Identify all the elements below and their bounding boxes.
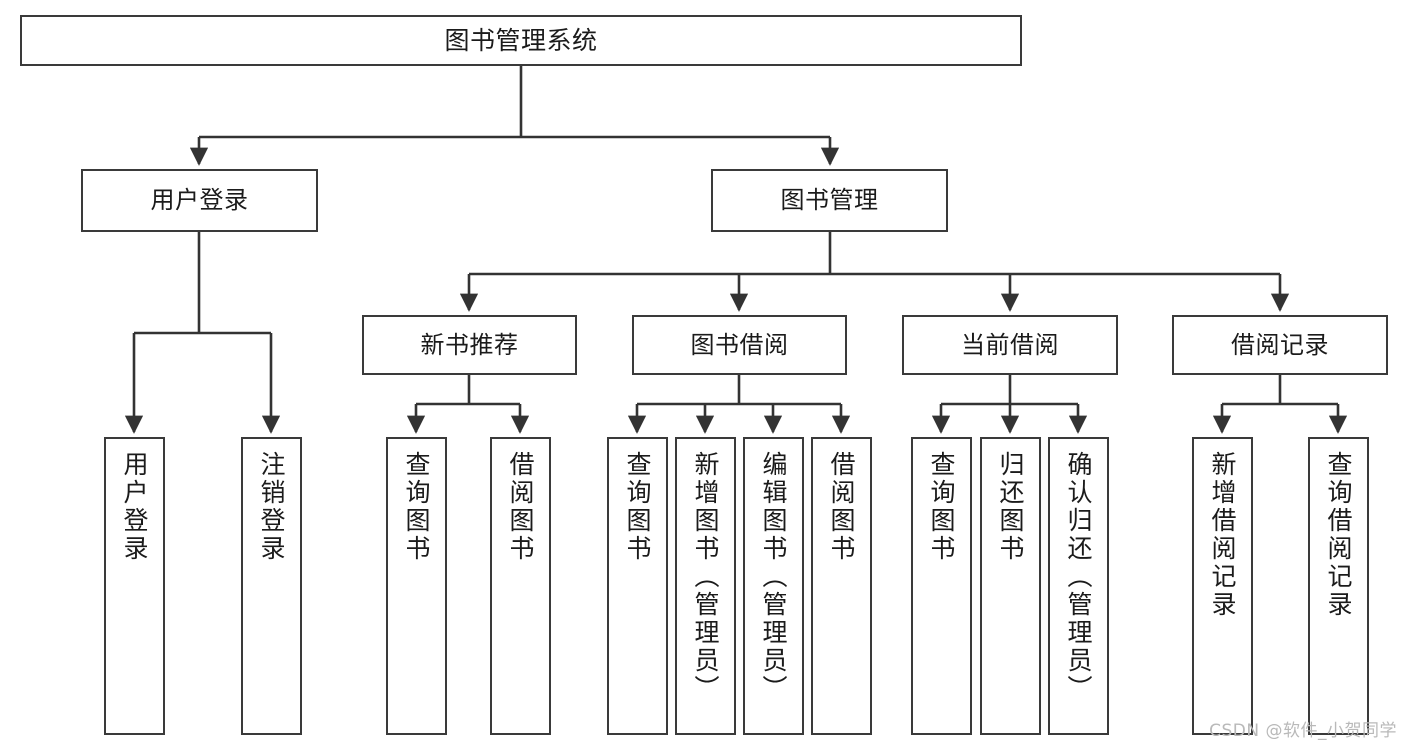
leaf-query-borrow-record[interactable]: 查询借阅记录 (1308, 437, 1369, 735)
leaf-add-borrow-record[interactable]: 新增借阅记录 (1192, 437, 1253, 735)
node-label: 用户登录 (150, 186, 249, 215)
node-label: 查询图书 (927, 451, 956, 563)
node-label: 编辑图书（管理员） (759, 451, 788, 703)
node-label: 借阅图书 (827, 451, 856, 563)
node-label: 新书推荐 (420, 330, 519, 359)
node-book-management[interactable]: 图书管理 (711, 169, 948, 232)
node-new-book-recommend[interactable]: 新书推荐 (362, 315, 577, 375)
node-label: 图书管理 (780, 186, 879, 215)
node-label: 新增图书（管理员） (691, 451, 720, 703)
node-label: 归还图书 (996, 451, 1025, 563)
leaf-confirm-return-admin[interactable]: 确认归还（管理员） (1048, 437, 1109, 735)
node-user-login[interactable]: 用户登录 (81, 169, 318, 232)
node-label: 查询图书 (623, 451, 652, 563)
node-root-book-management-system[interactable]: 图书管理系统 (20, 15, 1022, 66)
node-label: 图书借阅 (690, 330, 789, 359)
node-label: 查询图书 (402, 451, 431, 563)
leaf-borrow-books-newbook[interactable]: 借阅图书 (490, 437, 551, 735)
node-label: 借阅记录 (1231, 330, 1329, 359)
node-current-borrow[interactable]: 当前借阅 (902, 315, 1118, 375)
leaf-query-books-borrow[interactable]: 查询图书 (607, 437, 668, 735)
node-book-borrow[interactable]: 图书借阅 (632, 315, 847, 375)
node-borrow-records[interactable]: 借阅记录 (1172, 315, 1388, 375)
leaf-borrow-books-borrow[interactable]: 借阅图书 (811, 437, 872, 735)
leaf-add-book-admin[interactable]: 新增图书（管理员） (675, 437, 736, 735)
node-label: 当前借阅 (961, 330, 1059, 359)
node-label: 新增借阅记录 (1208, 451, 1237, 619)
watermark: CSDN @软件_小贺同学 (1209, 721, 1397, 741)
node-label: 注销登录 (257, 451, 286, 563)
leaf-user-login[interactable]: 用户登录 (104, 437, 165, 735)
node-label: 借阅图书 (506, 451, 535, 563)
leaf-logout-login[interactable]: 注销登录 (241, 437, 302, 735)
node-label: 确认归还（管理员） (1064, 451, 1093, 703)
leaf-query-books-newbook[interactable]: 查询图书 (386, 437, 447, 735)
node-label: 查询借阅记录 (1324, 451, 1353, 619)
node-label: 图书管理系统 (444, 25, 598, 55)
node-label: 用户登录 (120, 451, 149, 563)
leaf-query-books-current[interactable]: 查询图书 (911, 437, 972, 735)
leaf-return-books[interactable]: 归还图书 (980, 437, 1041, 735)
leaf-edit-book-admin[interactable]: 编辑图书（管理员） (743, 437, 804, 735)
